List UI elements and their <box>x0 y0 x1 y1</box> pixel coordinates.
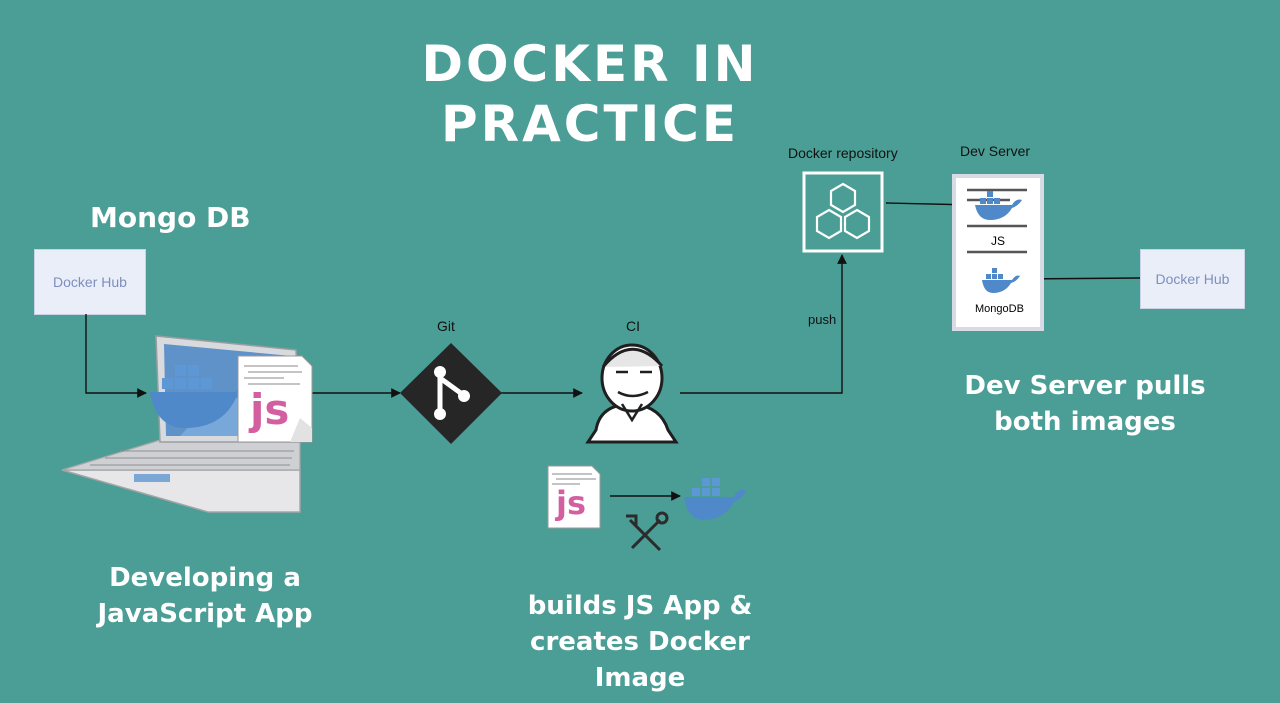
docker-repository-label: Docker repository <box>788 145 898 161</box>
server-mongodb-label: MongoDB <box>972 302 1027 316</box>
push-label: push <box>808 312 837 327</box>
arrow-ci-to-repo <box>680 254 847 394</box>
docker-hub-box-left: Docker Hub <box>34 249 146 315</box>
builds-caption: builds JS App & creates Docker Image <box>527 591 753 693</box>
ci-label: CI <box>626 318 640 334</box>
connector-lines <box>85 199 1141 501</box>
git-label: Git <box>437 318 455 334</box>
repository-cubes-icon <box>802 171 884 253</box>
dev-server-label: Dev Server <box>960 143 1031 159</box>
server-js-label: JS <box>988 233 1009 249</box>
arrow-hub-to-laptop <box>85 314 147 398</box>
build-js-file-icon: js <box>547 465 601 529</box>
docker-image-whale-icon <box>684 478 746 520</box>
git-icon <box>400 343 502 444</box>
developing-caption: Developing a JavaScript App <box>97 563 313 629</box>
jenkins-icon <box>585 343 679 444</box>
js-file-icon: js <box>237 355 313 443</box>
build-tools-icon <box>626 511 669 552</box>
dev-server-pulls-caption: Dev Server pulls both images <box>964 371 1206 437</box>
docker-whale-icon <box>150 365 252 428</box>
build-file-js-text: js <box>554 484 586 522</box>
page-title: DOCKER IN PRACTICE <box>421 35 759 153</box>
file-js-text: js <box>248 385 289 434</box>
docker-hub-box-right: Docker Hub <box>1140 249 1245 309</box>
mongo-db-heading: Mongo DB <box>90 201 251 234</box>
